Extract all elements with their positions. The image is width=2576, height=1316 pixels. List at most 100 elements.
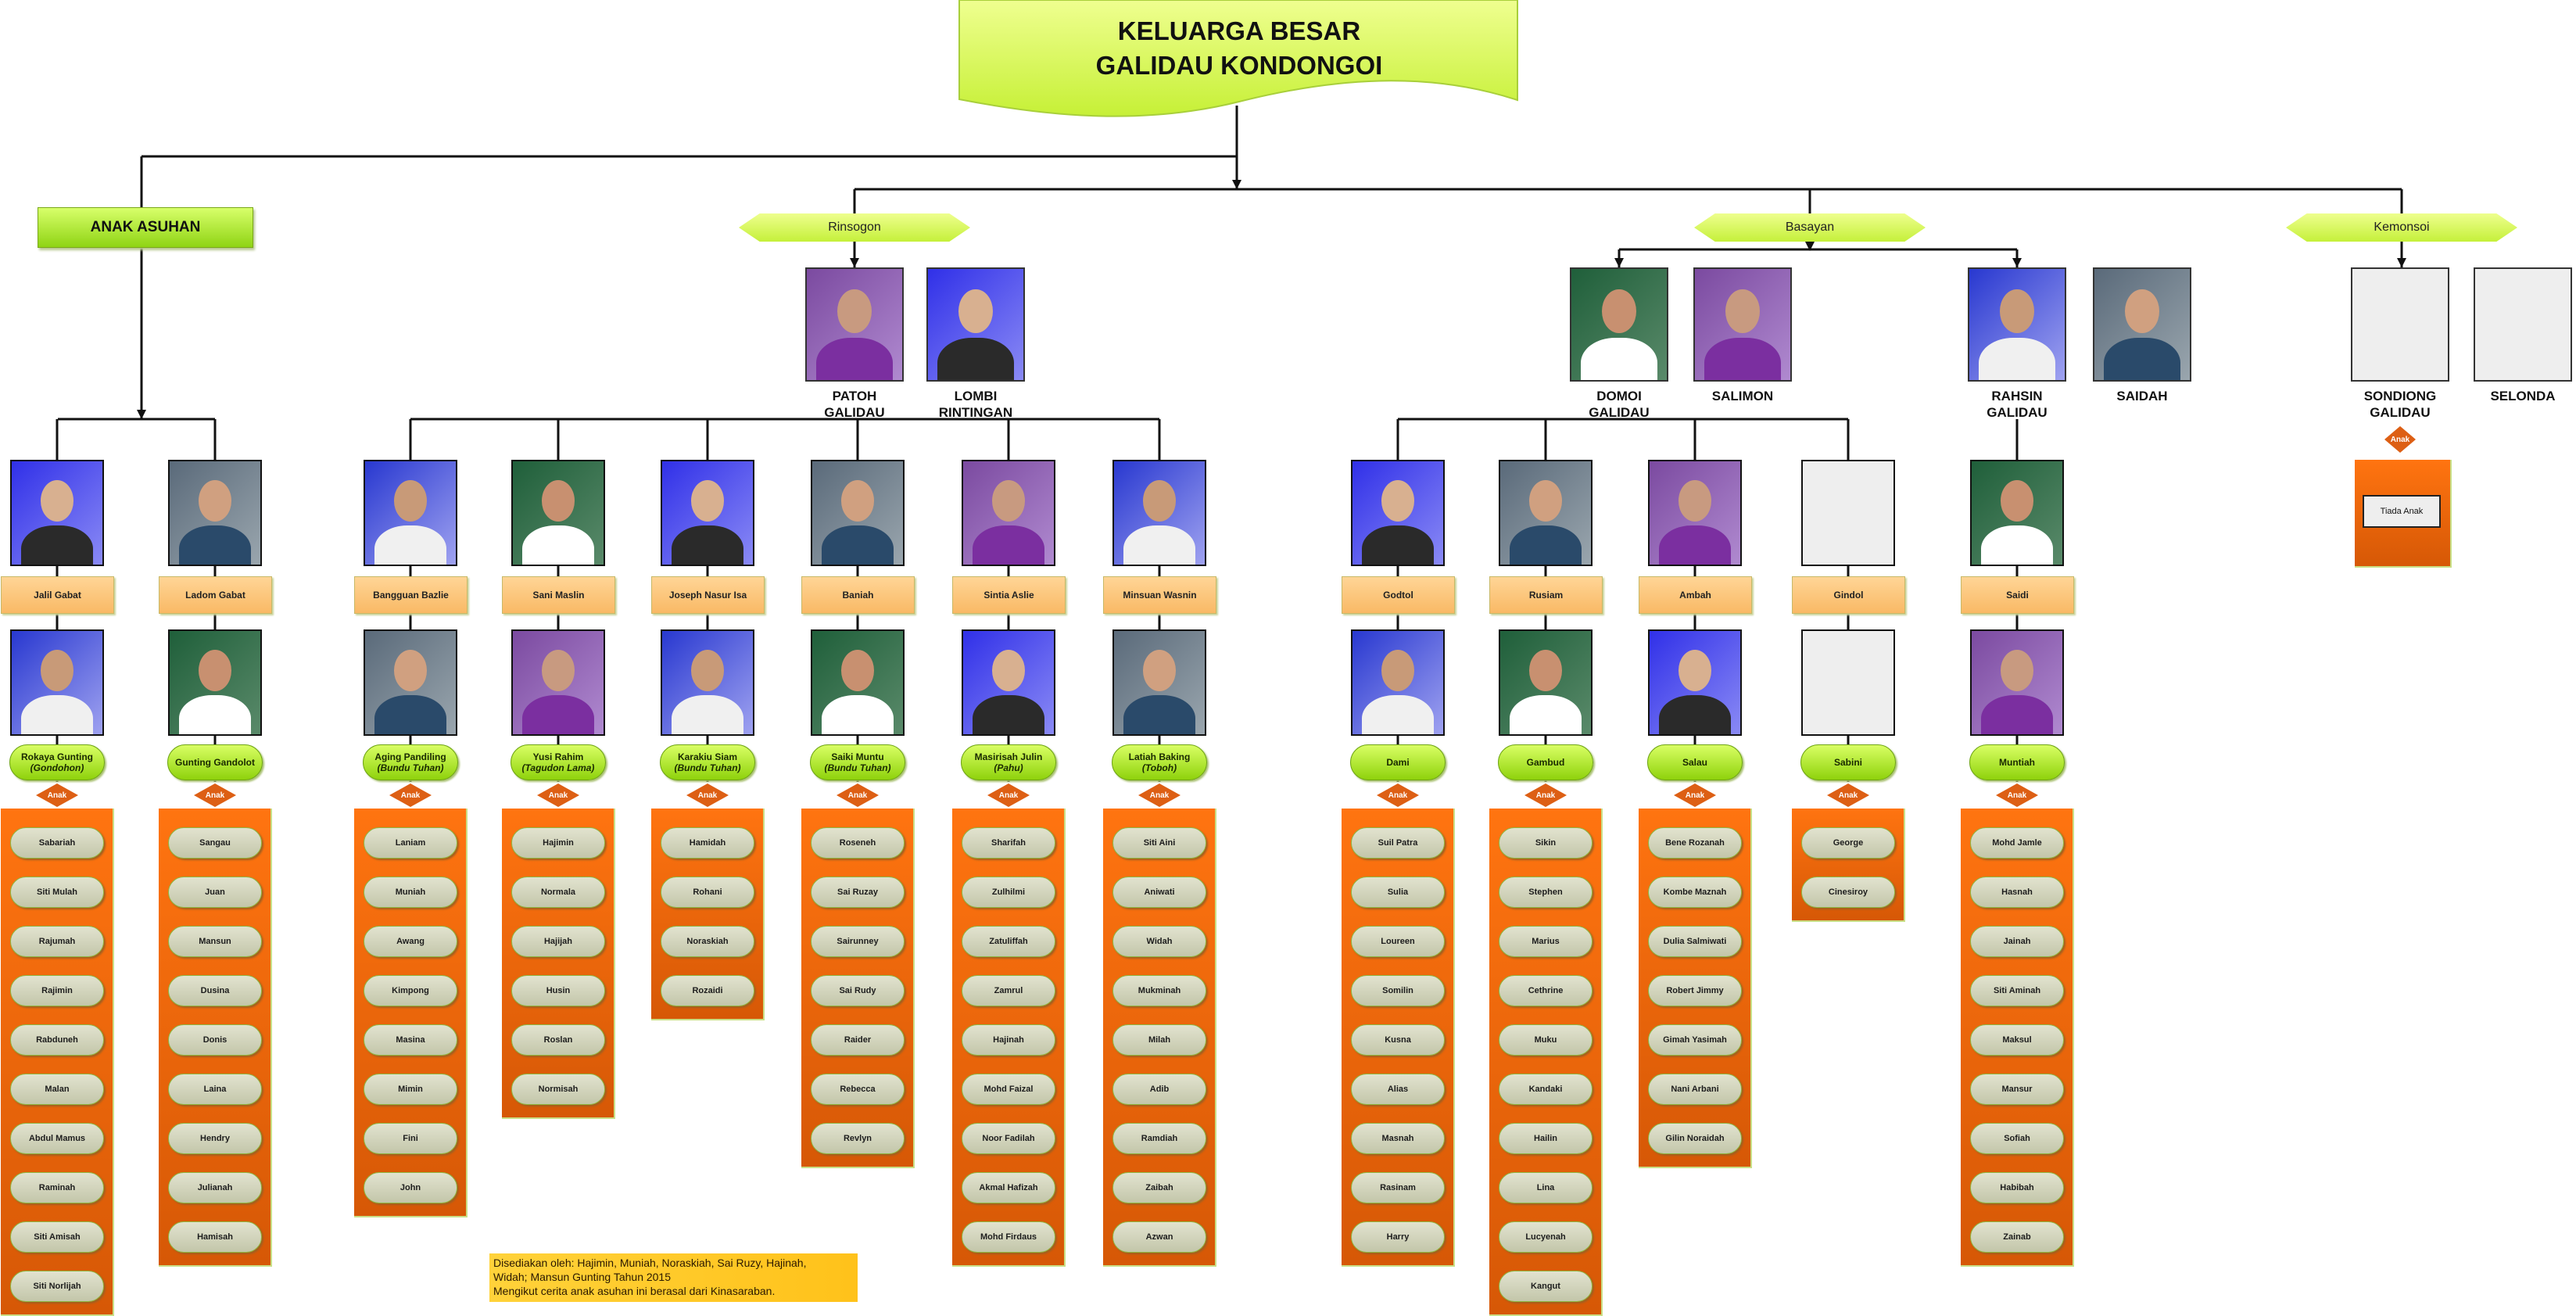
child-name: Dusina xyxy=(168,975,262,1006)
child-name: Laina xyxy=(168,1074,262,1105)
spouse-name-text: Gambud xyxy=(1526,757,1565,768)
child-name: Masnah xyxy=(1351,1123,1445,1154)
parent-photo xyxy=(926,267,1025,382)
child-name: Hendry xyxy=(168,1123,262,1154)
child-name: Juan xyxy=(168,877,262,908)
parent-name: PATOH GALIDAU xyxy=(824,389,885,420)
person-silhouette-icon xyxy=(972,694,1045,734)
child-name: Rozaidi xyxy=(661,975,754,1006)
child-name: Husin xyxy=(511,975,605,1006)
child-name: Masina xyxy=(364,1024,457,1056)
person-silhouette-icon xyxy=(671,694,744,734)
spouse-origin-note: (Bundu Tuhan) xyxy=(377,762,444,773)
child-name: Muku xyxy=(1499,1024,1593,1056)
person-silhouette-icon xyxy=(671,525,744,565)
parent-photo xyxy=(1693,267,1792,382)
person-face-icon xyxy=(2001,649,2033,691)
child-name: Malan xyxy=(10,1074,104,1105)
child-name: Zulhilmi xyxy=(962,877,1055,908)
person-face-icon xyxy=(841,479,874,522)
spouse-photo xyxy=(10,629,104,736)
person-face-icon xyxy=(199,649,231,691)
arrow-head-icon xyxy=(850,258,859,267)
spouse-name: Rokaya Gunting(Gondohon) xyxy=(9,744,105,780)
arrow-head-icon xyxy=(1614,258,1624,267)
parent-name: DOMOI GALIDAU xyxy=(1589,389,1650,420)
child-name: Adib xyxy=(1112,1074,1206,1105)
child-name: Siti Aminah xyxy=(1970,975,2064,1006)
spouse-name: Salau xyxy=(1647,744,1743,780)
person-photo xyxy=(962,460,1055,566)
child-name: Dulia Salmiwati xyxy=(1648,926,1742,957)
child-name: Fini xyxy=(364,1123,457,1154)
person-silhouette-icon xyxy=(1980,694,2054,734)
person-silhouette-icon xyxy=(821,694,894,734)
family-member-name: Saidi xyxy=(1961,576,2074,614)
child-name: Sairunney xyxy=(811,926,905,957)
person-face-icon xyxy=(41,479,73,522)
child-name: Loureen xyxy=(1351,926,1445,957)
spouse-name: Karakiu Siam(Bundu Tuhan) xyxy=(660,744,755,780)
child-name: Noor Fadilah xyxy=(962,1123,1055,1154)
parent-photo xyxy=(2093,267,2191,382)
children-list: Tiada Anak xyxy=(2355,460,2452,568)
spouse-name-text: Salau xyxy=(1682,757,1707,768)
child-name: Roslan xyxy=(511,1024,605,1056)
child-name: Kusna xyxy=(1351,1024,1445,1056)
spouse-photo xyxy=(1499,629,1593,736)
child-name: Stephen xyxy=(1499,877,1593,908)
spouse-name-text: Latiah Baking xyxy=(1128,751,1191,762)
spouse-name-text: Muntiah xyxy=(1999,757,2035,768)
person-photo xyxy=(511,460,605,566)
child-name: Bene Rozanah xyxy=(1648,827,1742,859)
child-name: Abdul Mamus xyxy=(10,1123,104,1154)
child-name: Robert Jimmy xyxy=(1648,975,1742,1006)
spouse-name: Muntiah xyxy=(1969,744,2065,780)
parent-photo xyxy=(1968,267,2066,382)
spouse-photo xyxy=(661,629,754,736)
child-name: Habibah xyxy=(1970,1172,2064,1203)
child-name: Rajimin xyxy=(10,975,104,1006)
person-photo xyxy=(364,460,457,566)
child-name: Sai Rudy xyxy=(811,975,905,1006)
person-face-icon xyxy=(1381,649,1414,691)
child-name: Lina xyxy=(1499,1172,1593,1203)
spouse-origin-note: (Pahu) xyxy=(994,762,1023,773)
child-name: Ramdiah xyxy=(1112,1123,1206,1154)
person-photo xyxy=(168,460,262,566)
child-name: Sabariah xyxy=(10,827,104,859)
child-name: Siti Aini xyxy=(1112,827,1206,859)
child-name: Hajinah xyxy=(962,1024,1055,1056)
person-silhouette-icon xyxy=(821,525,894,565)
spouse-name: Aging Pandiling(Bundu Tuhan) xyxy=(363,744,458,780)
child-name: Sikin xyxy=(1499,827,1593,859)
spouse-name-text: Masirisah Julin xyxy=(974,751,1043,762)
title-banner: KELUARGA BESAR GALIDAU KONDONGOI xyxy=(958,0,1521,117)
person-photo xyxy=(1499,460,1593,566)
branch-basayan: Basayan xyxy=(1694,213,1926,242)
child-name: Akmal Hafizah xyxy=(962,1172,1055,1203)
spouse-name: Masirisah Julin(Pahu) xyxy=(961,744,1056,780)
spouse-name: Gunting Gandolot xyxy=(167,744,263,780)
branch-rinsogon: Rinsogon xyxy=(739,213,970,242)
spouse-photo xyxy=(168,629,262,736)
child-name: Kimpong xyxy=(364,975,457,1006)
child-name: Noraskiah xyxy=(661,926,754,957)
person-silhouette-icon xyxy=(937,338,1014,380)
spouse-name: Gambud xyxy=(1498,744,1593,780)
child-name: Zaibah xyxy=(1112,1172,1206,1203)
arrow-head-icon xyxy=(137,410,146,419)
person-face-icon xyxy=(1381,479,1414,522)
child-name: Sofiah xyxy=(1970,1123,2064,1154)
child-name: Sai Ruzay xyxy=(811,877,905,908)
child-name: Raminah xyxy=(10,1172,104,1203)
person-face-icon xyxy=(992,649,1025,691)
family-member-name: Sani Maslin xyxy=(502,576,615,614)
person-silhouette-icon xyxy=(1509,694,1582,734)
spouse-origin-note: (Bundu Tuhan) xyxy=(674,762,741,773)
family-member-name: Godtol xyxy=(1342,576,1455,614)
child-name: Siti Norlijah xyxy=(10,1271,104,1302)
